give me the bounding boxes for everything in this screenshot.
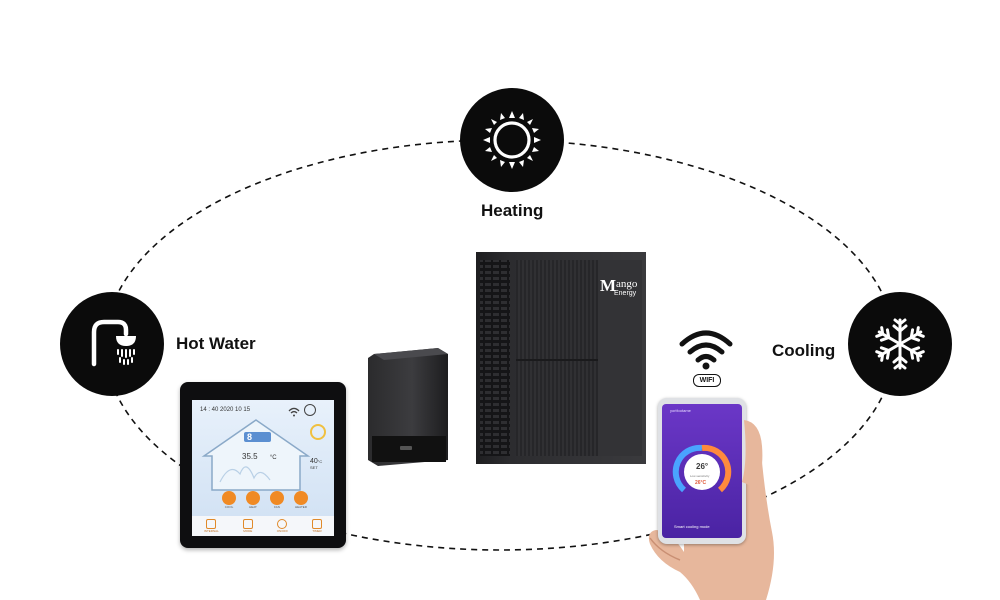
thumb-graphic xyxy=(742,420,763,488)
wifi-indicator: WIFI xyxy=(676,328,736,388)
mode-button-heat[interactable]: HEAT xyxy=(244,491,262,513)
controller-datetime: 14 : 40 2020 10 15 xyxy=(200,407,251,413)
bottom-button-mode[interactable]: MODE xyxy=(242,519,253,533)
controller-wifi-icon xyxy=(288,404,300,417)
phone-status-text: Smart cooling mode xyxy=(674,524,710,529)
gauge-temp: 26°C xyxy=(695,480,707,486)
wifi-icon xyxy=(679,330,733,370)
bottom-button-timer[interactable]: TIMER xyxy=(312,519,323,533)
mode-button-fan[interactable]: FAN xyxy=(268,491,286,513)
wall-controller-panel: 14 : 40 2020 10 15 8 35.5 °C 40°C SET CO… xyxy=(180,382,346,548)
cooling-label: Cooling xyxy=(772,341,836,360)
heating-mode-icon-circle xyxy=(460,88,564,192)
controller-user-icon xyxy=(304,404,316,416)
hot-water-mode-icon-circle xyxy=(60,292,164,396)
controller-mode-buttons: COOL HEAT FAN HEATER xyxy=(220,491,310,513)
indoor-unit xyxy=(368,348,448,466)
wifi-label: WIFI xyxy=(693,374,721,387)
gauge-sub-label: Low sensitivity xyxy=(690,474,710,478)
controller-bottom-bar: INTERNAL MODE ON/OFF TIMER xyxy=(192,516,334,536)
smartphone: yorifootame 26° Low sensitivity 26°C Sma… xyxy=(658,398,746,544)
outdoor-heat-pump-unit xyxy=(476,252,646,464)
controller-side-temp: 40°C SET xyxy=(310,458,323,470)
bottom-button-internal[interactable]: INTERNAL xyxy=(204,519,219,533)
temperature-gauge[interactable] xyxy=(672,442,732,502)
sun-icon xyxy=(483,111,541,169)
bottom-button-onoff[interactable]: ON/OFF xyxy=(277,519,288,533)
controller-screen[interactable]: 14 : 40 2020 10 15 8 35.5 °C 40°C SET CO… xyxy=(192,400,334,536)
phone-screen[interactable]: yorifootame 26° Low sensitivity 26°C Sma… xyxy=(662,404,742,538)
brand-sub: Energy xyxy=(614,290,637,297)
phone-app-title: yorifootame xyxy=(670,408,691,413)
house-graphic xyxy=(201,419,311,491)
heating-label: Heating xyxy=(481,201,544,220)
mode-button-cool[interactable]: COOL xyxy=(220,491,238,513)
sun-small-icon xyxy=(310,424,326,440)
shower-icon xyxy=(91,319,136,367)
snowflake-icon xyxy=(875,318,925,370)
heat-pump-brand-logo: Mango Energy xyxy=(600,276,638,297)
set-temp-badge: 8 xyxy=(244,432,271,442)
hot-water-label: Hot Water xyxy=(176,334,256,353)
mode-button-heater[interactable]: HEATER xyxy=(292,491,310,513)
cooling-mode-icon-circle xyxy=(848,292,952,396)
brand-name: ango xyxy=(616,278,638,290)
gauge-value: 26° xyxy=(696,462,709,471)
brand-initial: M xyxy=(600,276,617,295)
controller-temp: 35.5 °C xyxy=(242,452,277,461)
